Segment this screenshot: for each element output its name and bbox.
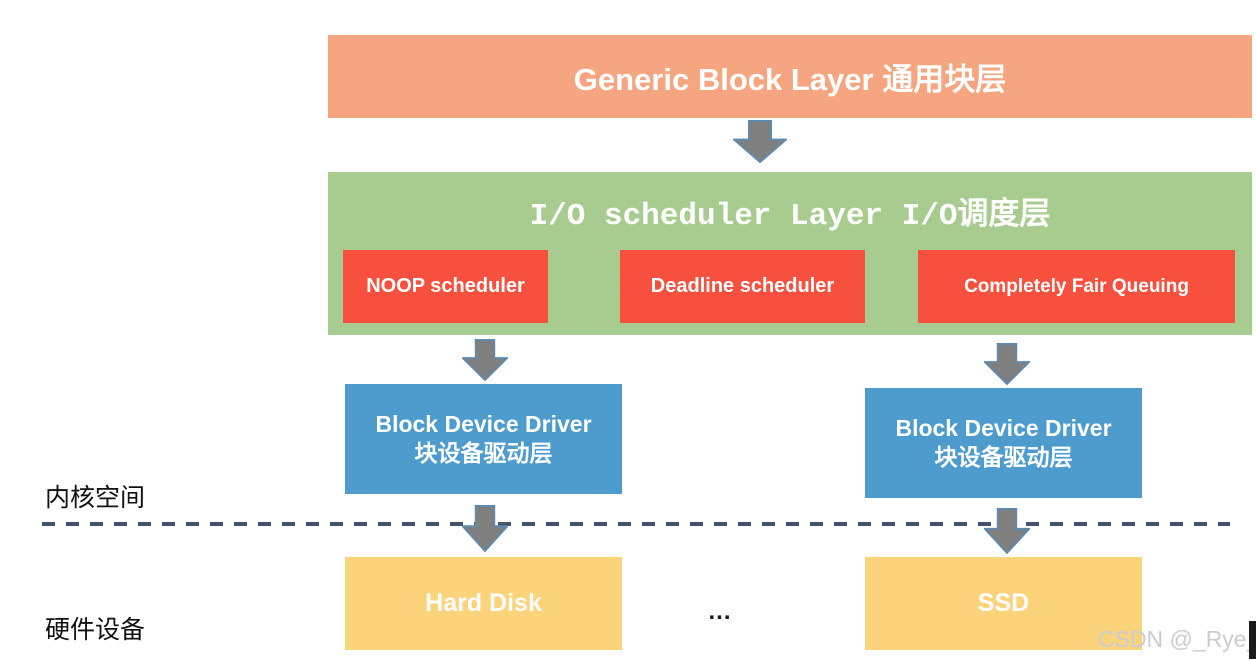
cfq-scheduler-box: Completely Fair Queuing xyxy=(918,250,1235,323)
ssd-box: SSD xyxy=(865,557,1142,650)
deadline-scheduler-box: Deadline scheduler xyxy=(620,250,865,323)
down-arrow-icon xyxy=(462,505,508,552)
down-arrow-icon xyxy=(984,343,1030,385)
kernel-space-label: 内核空间 xyxy=(45,483,146,512)
kernel-hardware-divider xyxy=(42,522,1230,526)
generic-block-layer-box: Generic Block Layer 通用块层 xyxy=(328,35,1252,118)
down-arrow-icon xyxy=(733,120,787,163)
io-scheduler-layer-label: I/O scheduler Layer I/O调度层 xyxy=(529,199,1051,234)
deadline-scheduler-label: Deadline scheduler xyxy=(650,275,835,297)
block-device-driver-label-en: Block Device Driver xyxy=(375,411,592,437)
block-device-driver-label-en: Block Device Driver xyxy=(895,415,1112,441)
ssd-label: SSD xyxy=(977,589,1030,617)
block-device-driver-label-zh: 块设备驱动层 xyxy=(414,440,553,466)
down-arrow-icon xyxy=(984,508,1030,554)
generic-block-layer-label: Generic Block Layer 通用块层 xyxy=(573,62,1007,97)
hard-disk-label: Hard Disk xyxy=(425,589,542,617)
csdn-watermark: CSDN @_Rye_ xyxy=(1098,626,1256,652)
noop-scheduler-label: NOOP scheduler xyxy=(366,275,525,297)
block-device-driver-box-left: Block Device Driver 块设备驱动层 xyxy=(345,384,622,494)
hard-disk-box: Hard Disk xyxy=(345,557,622,650)
cfq-scheduler-label: Completely Fair Queuing xyxy=(964,275,1189,297)
block-device-driver-box-right: Block Device Driver 块设备驱动层 xyxy=(865,388,1142,498)
text-cursor-bar xyxy=(1249,621,1256,659)
noop-scheduler-box: NOOP scheduler xyxy=(343,250,548,323)
hardware-device-label: 硬件设备 xyxy=(45,615,146,644)
more-devices-ellipsis: ... xyxy=(708,598,732,625)
down-arrow-icon xyxy=(462,339,508,381)
io-scheduler-layer-box: I/O scheduler Layer I/O调度层 NOOP schedule… xyxy=(328,172,1252,335)
block-device-driver-label-zh: 块设备驱动层 xyxy=(934,444,1073,470)
